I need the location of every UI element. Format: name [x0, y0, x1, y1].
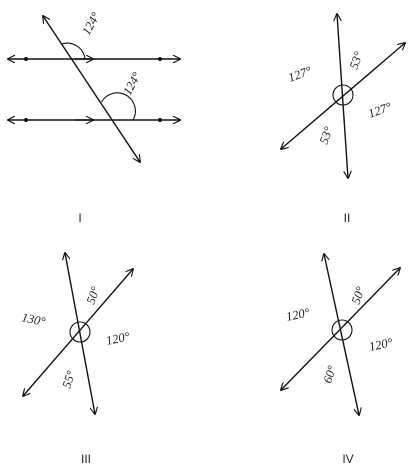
point-dot [158, 57, 162, 61]
angle-label: 124° [79, 10, 103, 38]
angle-label: 50° [84, 285, 103, 306]
line-b [23, 269, 133, 396]
angle-label: 53° [317, 125, 336, 146]
point-dot [24, 118, 28, 122]
angle-label: 120° [368, 335, 394, 354]
panel-2: 127° 53° 127° 53° II [281, 14, 405, 225]
point-dot [24, 57, 28, 61]
angle-label: 50° [349, 285, 368, 306]
angle-label: 127° [366, 100, 393, 121]
panel-4: 120° 50° 120° 60° IV [281, 254, 400, 466]
angle-label: 130° [20, 310, 46, 329]
angle-label: 120° [105, 329, 131, 348]
line-b [281, 43, 405, 149]
angle-label: 120° [285, 305, 311, 324]
panel-1: 124° 124° I [8, 10, 180, 225]
angle-label: 124° [120, 70, 144, 98]
angle-label: 60° [321, 364, 340, 385]
panel-caption: I [78, 211, 81, 225]
angle-arc-lower [101, 92, 136, 121]
panel-caption: IV [342, 452, 353, 466]
angle-label: 53° [347, 50, 366, 71]
vertex-circle [69, 321, 91, 343]
angle-label: 55° [60, 369, 79, 390]
panel-3: 130° 50° 120° 55° III [20, 253, 133, 466]
line-b [281, 268, 400, 390]
vertex-circle [332, 84, 354, 106]
line-a [324, 254, 359, 415]
panel-caption: II [344, 211, 351, 225]
angle-arc-upper [61, 42, 86, 60]
vertex-circle [331, 319, 353, 341]
transversal-line [43, 16, 140, 162]
point-dot [158, 118, 162, 122]
panel-caption: III [81, 452, 91, 466]
angle-label: 127° [286, 64, 313, 85]
